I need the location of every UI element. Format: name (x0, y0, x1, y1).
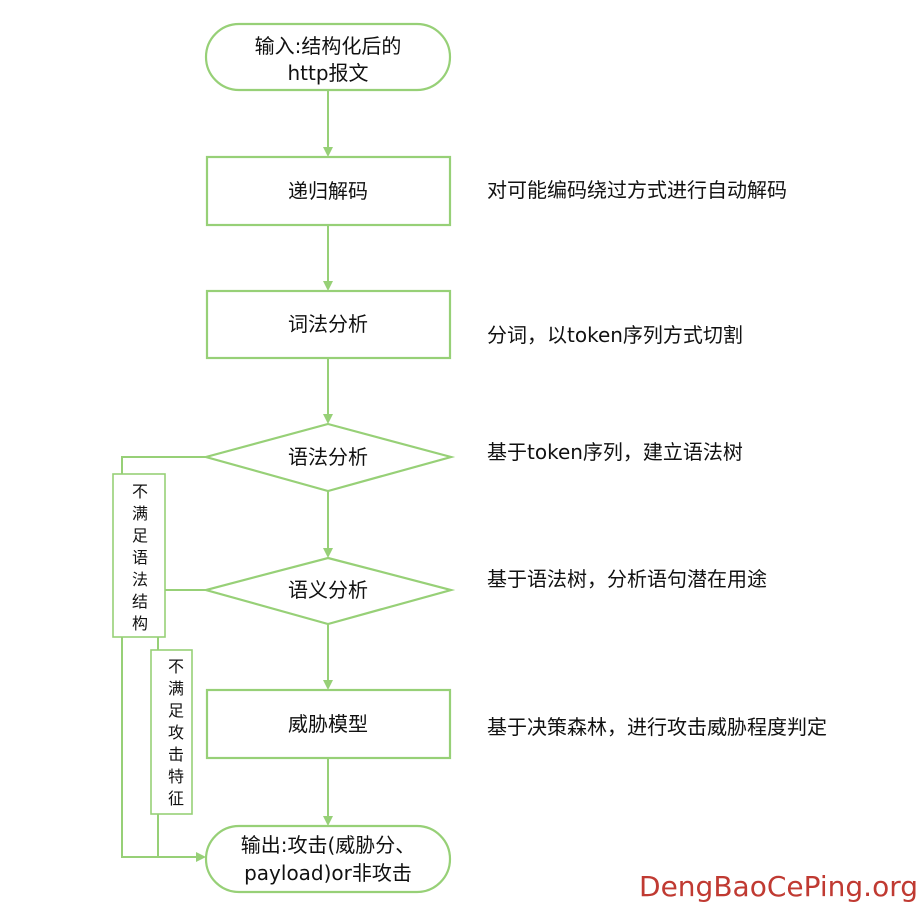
side-label-syntax-fail: 不 满 足 语 法 结 构 (132, 482, 148, 633)
side-label-syntax-char: 语 (132, 548, 148, 567)
side-label-attack-char: 击 (168, 745, 184, 764)
side-label-box-syntax (112, 473, 166, 638)
note-decode: 对可能编码绕过方式进行自动解码 (487, 178, 787, 202)
watermark: DengBaoCePing.org (639, 870, 918, 903)
semantic-node-label: 语义分析 (288, 578, 368, 602)
lexical-node (205, 289, 452, 360)
syntax-node (201, 422, 456, 493)
threat-node (205, 688, 452, 760)
output-node (204, 824, 452, 894)
syntax-node-label: 语法分析 (288, 445, 368, 469)
side-label-attack-char: 特 (168, 767, 184, 786)
input-node-line2: http报文 (287, 61, 368, 85)
side-label-syntax-char: 法 (132, 570, 148, 589)
lexical-node-label: 词法分析 (288, 312, 368, 336)
side-label-syntax-char: 不 (132, 482, 148, 501)
threat-node-label: 威胁模型 (288, 712, 368, 736)
side-label-box-attack (150, 649, 193, 815)
output-node-line1: 输出:攻击(威胁分、 (241, 833, 416, 857)
side-label-attack-char: 足 (168, 701, 184, 720)
edge-syntax-fail (121, 456, 206, 862)
decode-node (205, 155, 452, 227)
side-label-attack-fail: 不 满 足 攻 击 特 征 (168, 657, 184, 808)
decode-node-label: 递归解码 (288, 179, 368, 203)
input-node (204, 22, 452, 92)
semantic-node (201, 556, 456, 626)
side-label-attack-char: 不 (168, 657, 184, 676)
note-semantic: 基于语法树，分析语句潜在用途 (487, 567, 767, 591)
note-lexical: 分词，以token序列方式切割 (487, 323, 743, 347)
side-label-attack-char: 攻 (168, 723, 184, 742)
side-label-syntax-char: 结 (132, 592, 148, 611)
output-node-line2: payload)or非攻击 (244, 861, 412, 885)
note-threat: 基于决策森林，进行攻击威胁程度判定 (487, 715, 827, 739)
side-label-attack-char: 征 (168, 789, 184, 808)
side-label-syntax-char: 构 (132, 614, 148, 633)
input-node-line1: 输入:结构化后的 (255, 34, 402, 58)
side-label-syntax-char: 足 (132, 526, 148, 545)
side-label-attack-char: 满 (168, 679, 184, 698)
side-label-syntax-char: 满 (132, 504, 148, 523)
note-syntax: 基于token序列，建立语法树 (487, 440, 743, 464)
